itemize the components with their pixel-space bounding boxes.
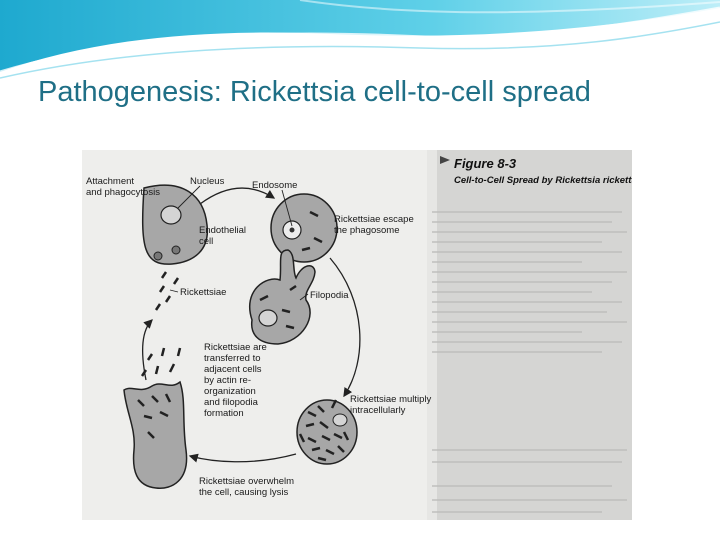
- label-nucleus: Nucleus: [190, 176, 225, 187]
- label-transferred: Rickettsiae are transferred to adjacent …: [204, 342, 269, 419]
- slide-title: Pathogenesis: Rickettsia cell-to-cell sp…: [38, 76, 591, 108]
- free-rickettsiae: [154, 271, 180, 311]
- label-pointers: [169, 185, 309, 301]
- label-endosome: Endosome: [252, 180, 297, 191]
- label-filopodia: Filopodia: [310, 290, 349, 301]
- faint-page-text: [432, 211, 627, 513]
- cycle-arrows: [142, 187, 361, 463]
- figure-8-3-image: Figure 8-3 Cell-to-Cell Spread by Ricket…: [82, 150, 632, 520]
- label-rickettsiae: Rickettsiae: [180, 287, 226, 298]
- cell-phagosome-escape: [270, 193, 338, 263]
- cell-filopodia: [249, 249, 316, 345]
- scanned-page-right-region: [434, 150, 632, 520]
- figure-caption: Cell-to-Cell Spread by Rickettsia ricket…: [454, 175, 632, 186]
- nucleus-icon: [160, 205, 182, 225]
- caption-marker-icon: [440, 156, 450, 164]
- cell-multiplying: [296, 399, 358, 465]
- header-wave-decoration: [0, 0, 720, 79]
- cell-attachment: [141, 184, 209, 265]
- cell-lysis: [123, 347, 188, 489]
- figure-number: Figure 8-3: [454, 156, 517, 171]
